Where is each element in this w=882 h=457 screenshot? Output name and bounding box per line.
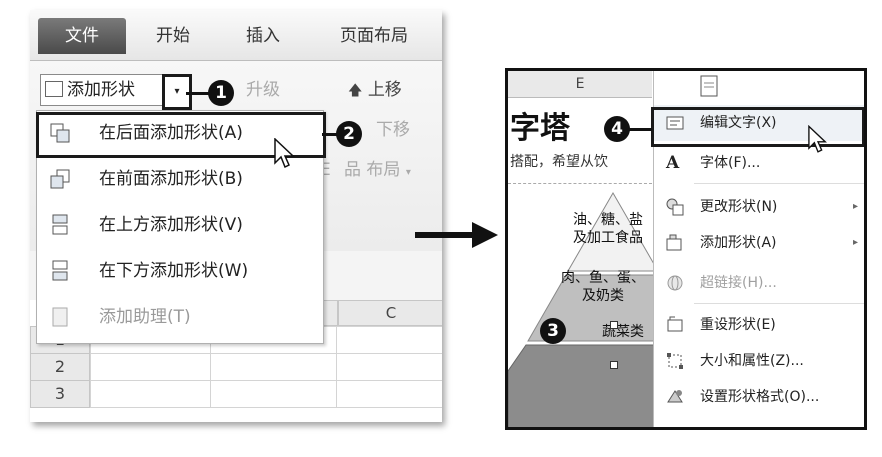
layout-icon: 品	[344, 160, 361, 180]
pyramid-tier-middle[interactable]: 肉、鱼、蛋、 及奶类	[561, 270, 645, 304]
chevron-right-icon: ▸	[852, 201, 858, 212]
add-below-icon	[52, 260, 68, 281]
menu-item-label: 在上方添加形状(V)	[99, 215, 243, 235]
cell[interactable]	[210, 353, 338, 381]
menu-item-label: 添加助理(T)	[99, 307, 191, 327]
menu-separator	[694, 303, 864, 304]
context-item-label: 字体(F)...	[700, 155, 761, 171]
edit-text-icon	[666, 116, 684, 130]
move-up-label: 上移	[367, 80, 402, 100]
context-item-font[interactable]: A 字体(F)...	[654, 145, 864, 181]
cell[interactable]	[90, 353, 212, 381]
context-item-add-shape[interactable]: 添加形状(A) ▸	[654, 225, 864, 261]
context-item-hyperlink[interactable]: 超链接(H)...	[654, 265, 864, 301]
tab-home[interactable]: 开始	[156, 26, 190, 46]
layout-label: 布局	[366, 160, 401, 180]
document-icon	[700, 75, 718, 97]
menu-item-label: 在前面添加形状(B)	[99, 169, 243, 189]
tab-insert[interactable]: 插入	[246, 26, 280, 46]
pyramid-subtitle-fragment: 搭配，希望从饮	[510, 154, 608, 170]
add-above-icon	[52, 214, 68, 235]
context-menu: 编辑文字(X) A 字体(F)... 更改形状(N) ▸ 添加形状(A) ▸ 超…	[653, 71, 864, 427]
selection-handle[interactable]	[610, 321, 618, 329]
mouse-cursor-icon	[274, 138, 295, 169]
menu-item-label: 在下方添加形状(W)	[99, 261, 249, 281]
callout-line	[628, 128, 652, 131]
promote-button[interactable]: 升级	[246, 80, 280, 100]
callout-line	[186, 92, 210, 95]
chevron-down-icon: ▾	[405, 167, 411, 178]
context-item-edit-text[interactable]: 编辑文字(X)	[654, 105, 864, 141]
menu-item-add-assistant[interactable]: 添加助理(T)	[37, 295, 323, 339]
tab-page-layout[interactable]: 页面布局	[340, 26, 408, 46]
ribbon-sub-label: E	[320, 160, 331, 180]
highlight-frame	[651, 107, 864, 147]
add-after-icon	[50, 123, 70, 143]
column-header-c[interactable]: C	[338, 300, 442, 326]
add-shape-menu: 在后面添加形状(A) 在前面添加形状(B) 在上方添加形状(V) 在下方添加形状…	[36, 110, 324, 344]
menu-item-label: 在后面添加形状(A)	[99, 123, 243, 143]
change-shape-icon	[666, 198, 684, 216]
pyramid-title-fragment: 字塔	[510, 111, 570, 146]
hyperlink-icon	[667, 275, 683, 291]
menu-item-add-below[interactable]: 在下方添加形状(W)	[37, 249, 323, 293]
cell[interactable]	[90, 380, 212, 408]
context-item-label: 编辑文字(X)	[700, 115, 777, 131]
context-item-format-shape[interactable]: 设置形状格式(O)...	[654, 379, 864, 415]
format-shape-icon	[667, 390, 683, 403]
context-item-label: 大小和属性(Z)...	[700, 353, 804, 369]
cell[interactable]	[336, 353, 442, 381]
menu-item-add-before[interactable]: 在前面添加形状(B)	[37, 157, 323, 201]
context-item-reset-shape[interactable]: 重设形状(E)	[654, 307, 864, 343]
left-screenshot-panel: 文件 开始 插入 页面布局 添加形状 ▾ 升级 🡅 上移 下移 E 品 布局 ▾…	[30, 10, 442, 422]
context-item-label: 添加形状(A)	[700, 235, 777, 251]
step-badge-3: 3	[540, 318, 566, 344]
mouse-cursor-icon	[808, 125, 827, 153]
move-down-button[interactable]: 下移	[376, 120, 410, 140]
transition-arrow-shaft	[415, 232, 473, 238]
context-item-change-shape[interactable]: 更改形状(N) ▸	[654, 189, 864, 225]
add-shape-button[interactable]: 添加形状	[40, 74, 170, 106]
move-up-button[interactable]: 🡅 上移	[348, 76, 402, 104]
row-number-2[interactable]: 2	[30, 353, 90, 381]
layout-button[interactable]: 品 布局 ▾	[344, 156, 411, 184]
reset-shape-icon	[667, 316, 683, 332]
chevron-right-icon: ▸	[852, 237, 858, 248]
size-icon	[667, 353, 683, 369]
add-shape-label: 添加形状	[67, 80, 135, 100]
add-shape-icon	[666, 234, 682, 251]
column-header-e[interactable]: E	[508, 71, 652, 98]
callout-line	[322, 133, 338, 136]
tab-file[interactable]: 文件	[38, 18, 126, 54]
add-shape-icon	[45, 81, 63, 97]
step-badge-2: 2	[336, 121, 362, 147]
cell[interactable]	[336, 380, 442, 408]
context-item-label: 重设形状(E)	[700, 317, 776, 333]
menu-item-add-above[interactable]: 在上方添加形状(V)	[37, 203, 323, 247]
cell[interactable]	[210, 380, 338, 408]
context-item-label: 设置形状格式(O)...	[700, 389, 820, 405]
arrow-up-icon: 🡅	[348, 83, 363, 99]
right-screenshot-panel: E 字塔 搭配，希望从饮 油、糖、盐 及加工食品 肉、鱼、蛋、 及奶类 蔬菜类 …	[505, 68, 867, 430]
font-icon: A	[666, 153, 680, 173]
context-item-label: 超链接(H)...	[700, 275, 777, 291]
add-before-icon	[50, 169, 70, 189]
row-number-3[interactable]: 3	[30, 380, 90, 408]
step-badge-1: 1	[208, 80, 234, 106]
step-badge-4: 4	[604, 116, 630, 142]
add-assistant-icon	[52, 307, 68, 327]
shape-frame-edge	[508, 183, 652, 190]
selection-handle[interactable]	[610, 361, 618, 369]
ribbon-tab-bar: 文件 开始 插入 页面布局	[30, 10, 442, 61]
pyramid-tier-top[interactable]: 油、糖、盐 及加工食品	[573, 212, 643, 246]
cell[interactable]	[336, 326, 442, 354]
context-item-size-properties[interactable]: 大小和属性(Z)...	[654, 343, 864, 379]
arrow-right-icon	[472, 222, 498, 248]
context-item-label: 更改形状(N)	[700, 199, 778, 215]
menu-separator	[694, 183, 864, 184]
menu-item-add-after[interactable]: 在后面添加形状(A)	[37, 111, 323, 155]
